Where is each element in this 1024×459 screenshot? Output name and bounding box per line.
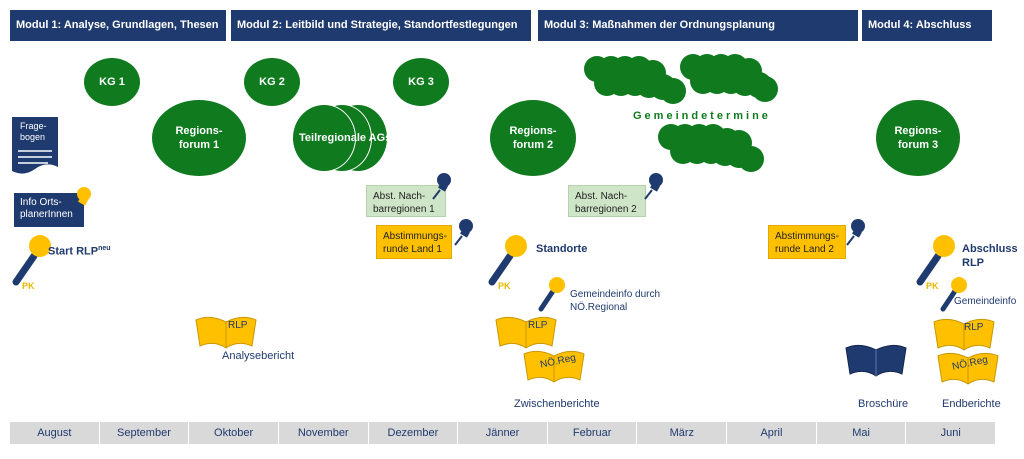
microphone-small-icon — [940, 277, 967, 312]
info-ortsplaner-note: Info Orts- planerInnen — [14, 193, 84, 227]
start-rlp-sup: neu — [98, 245, 111, 252]
pk-label: PK — [22, 281, 35, 291]
month-cell: März — [637, 422, 728, 444]
pushpin-icon — [432, 173, 451, 200]
month-cell: November — [279, 422, 369, 444]
land1-line2: runde Land 1 — [383, 244, 442, 255]
broschuere-book-icon — [845, 344, 907, 377]
gemeindetermine-label: Gemeindetermine — [633, 110, 771, 122]
month-cell: April — [727, 422, 817, 444]
land2-line1: Abstimmungs- — [775, 231, 839, 242]
gemeindeinfo-line2: NÖ.Regional — [570, 302, 628, 313]
module-4-header: Modul 4: Abschluss — [862, 10, 992, 41]
gemeindetermine-pile-1 — [584, 56, 686, 106]
month-cell: Oktober — [189, 422, 279, 444]
gemeindeinfo-noe-label: Gemeindeinfo durch NÖ.Regional — [570, 288, 660, 314]
abschluss-line2: RLP — [962, 257, 984, 269]
start-rlp-text: Start RLP — [48, 245, 99, 258]
pushpin-icon — [454, 219, 473, 246]
month-cell: Februar — [548, 422, 638, 444]
microphone-icon — [488, 235, 527, 286]
abst2-line1: Abst. Nach- — [575, 191, 628, 202]
month-timeline: August September Oktober November Dezemb… — [10, 422, 995, 444]
abst-nachbarregionen-1-note: Abst. Nach- barregionen 1 — [366, 185, 446, 217]
pk-label: PK — [926, 281, 939, 291]
regionsforum-1-line1: Regions- — [175, 125, 223, 137]
rlp-book-icon — [495, 316, 557, 349]
endberichte-label: Endberichte — [942, 398, 1001, 410]
pk-label: PK — [498, 281, 511, 291]
abst1-line2: barregionen 1 — [373, 204, 435, 215]
fragebogen-document-icon: Frage- bogen — [12, 117, 58, 179]
teilregional-circle: Teilregionale AGs — [292, 104, 391, 172]
month-cell: Mai — [817, 422, 907, 444]
gemeindeinfo-label: Gemeindeinfo — [954, 296, 1017, 307]
fragebogen-line1: Frage- — [20, 121, 47, 131]
rlp-book-icon — [195, 316, 257, 349]
month-cell: Juni — [940, 427, 961, 439]
kg3-circle: KG 3 — [393, 58, 449, 106]
teilregional-label: Teilregionale AGs — [299, 132, 392, 144]
info-line1: Info Orts- — [20, 197, 62, 208]
gemeindetermine-pile-3 — [658, 124, 768, 174]
abst2-line2: barregionen 2 — [575, 204, 637, 215]
kg3-label: KG 3 — [408, 76, 434, 88]
fragebogen-label: Frage- bogen — [20, 121, 47, 143]
zwischenberichte-label: Zwischenberichte — [514, 398, 600, 410]
rlp-book-text: RLP — [528, 320, 548, 331]
regionsforum-1-line2: forum 1 — [178, 139, 220, 151]
regionsforum-1-circle: Regions-forum 1 — [152, 100, 246, 176]
pushpin-icon — [846, 219, 865, 246]
microphone-small-icon — [538, 277, 565, 312]
regionsforum-2-line1: Regions- — [509, 125, 557, 137]
abschluss-rlp-label: Abschluss RLP — [962, 242, 1018, 270]
module-1-header: Modul 1: Analyse, Grundlagen, Thesen — [10, 10, 226, 41]
land1-line1: Abstimmungs- — [383, 231, 447, 242]
month-cell: August — [10, 422, 100, 444]
pushpin-icon — [644, 173, 663, 200]
land2-line2: runde Land 2 — [775, 244, 834, 255]
gemeindeinfo-line1: Gemeindeinfo durch — [570, 289, 661, 300]
month-cell: September — [100, 422, 190, 444]
regionsforum-3-line2: forum 3 — [897, 139, 939, 151]
module-3-header: Modul 3: Maßnahmen der Ordnungsplanung — [538, 10, 858, 41]
regionsforum-2-line2: forum 2 — [512, 139, 554, 151]
abst-nachbarregionen-2-note: Abst. Nach- barregionen 2 — [568, 185, 646, 217]
month-cell: Jänner — [458, 422, 548, 444]
module-2-header: Modul 2: Leitbild und Strategie, Standor… — [231, 10, 531, 41]
regionsforum-3-circle: Regions-forum 3 — [876, 100, 960, 176]
abst1-line1: Abst. Nach- — [373, 191, 426, 202]
info-line2: planerInnen — [20, 209, 73, 220]
start-rlp-label: Start RLPneu — [48, 242, 111, 259]
abschluss-line1: Abschluss — [962, 243, 1018, 255]
microphone-icon — [12, 235, 51, 286]
rlp-book-icon — [933, 318, 995, 351]
rlp-book-text: RLP — [228, 320, 248, 331]
abstimmungsrunde-land-2-note: Abstimmungs- runde Land 2 — [768, 225, 846, 259]
rlp-book-text: RLP — [964, 322, 984, 333]
fragebogen-line2: bogen — [20, 132, 46, 142]
kg1-circle: KG 1 — [84, 58, 140, 106]
analysebericht-label: Analysebericht — [222, 350, 295, 362]
month-cell: Dezember — [369, 422, 459, 444]
microphone-icon — [916, 235, 955, 286]
noe-reg-book-icon — [523, 350, 585, 383]
pushpin-icon — [72, 187, 91, 214]
standorte-label: Standorte — [536, 243, 588, 255]
regionsforum-2-circle: Regions-forum 2 — [490, 100, 576, 176]
kg2-circle: KG 2 — [244, 58, 300, 106]
kg2-label: KG 2 — [259, 76, 285, 88]
regionsforum-3-line1: Regions- — [894, 125, 942, 137]
kg1-label: KG 1 — [99, 76, 125, 88]
noe-reg-book-icon — [937, 352, 999, 385]
abstimmungsrunde-land-1-note: Abstimmungs- runde Land 1 — [376, 225, 452, 259]
broschuere-label: Broschüre — [858, 398, 909, 410]
gemeindetermine-pile-2 — [680, 54, 780, 104]
